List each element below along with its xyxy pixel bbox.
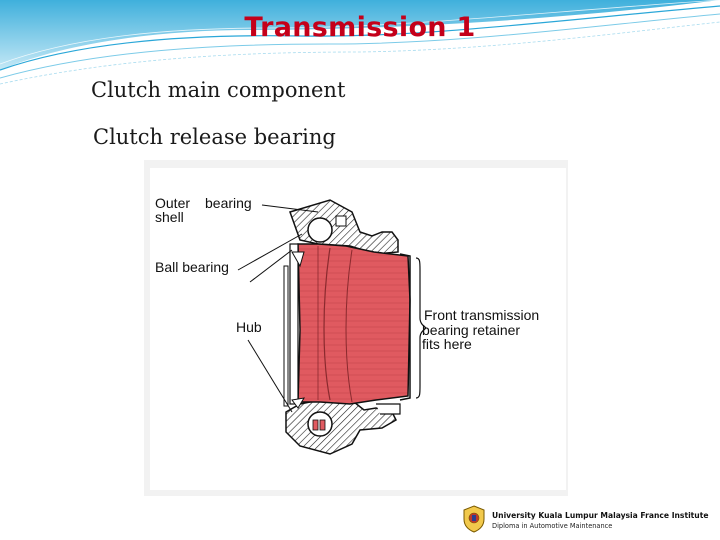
label-outer: Outer <box>155 195 190 211</box>
label-ball-bearing: Ball bearing <box>155 259 229 275</box>
retainer-flange <box>399 253 411 401</box>
hub <box>297 243 411 405</box>
footer-institution: University Kuala Lumpur Malaysia France … <box>492 511 709 520</box>
label-hub: Hub <box>236 319 262 335</box>
header-wave-decoration <box>0 0 720 85</box>
label-fits-here: fits here <box>422 336 472 352</box>
bullet-clutch-release-bearing: Clutch release bearing <box>93 125 336 149</box>
inner-sleeve <box>289 243 299 405</box>
university-crest-icon <box>463 505 485 533</box>
slide-title: Transmission 1 <box>244 12 476 43</box>
bullet-clutch-main-component: Clutch main component <box>91 78 346 102</box>
label-bearing: bearing <box>205 195 252 211</box>
label-bearing-retainer: bearing retainer <box>422 322 520 338</box>
ball-top <box>307 217 333 243</box>
footer-program: Diploma in Automotive Maintenance <box>492 522 613 530</box>
clutch-release-bearing-diagram: Outer shell bearing Ball bearing Hub Fro… <box>150 168 566 490</box>
label-front-transmission: Front transmission <box>424 307 539 323</box>
label-shell: shell <box>155 209 184 225</box>
thin-shell <box>283 265 289 407</box>
